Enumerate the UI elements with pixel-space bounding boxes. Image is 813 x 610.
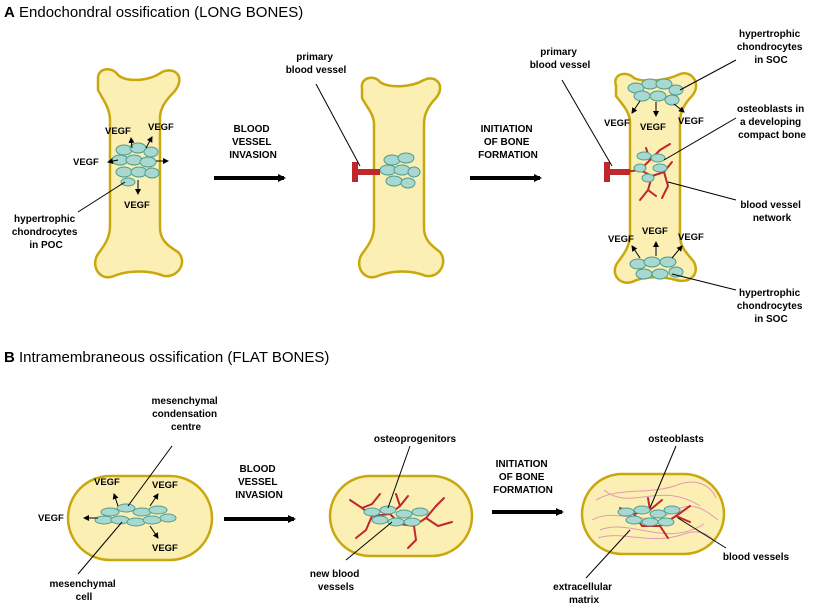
vegf-label: VEGF (38, 513, 64, 524)
primary-vessel-label: primary blood vessel (286, 52, 347, 76)
chondrocyte-cluster-poc (111, 142, 160, 187)
blood-vessel-network-label: blood vessel network (740, 200, 803, 224)
vegf-label: VEGF (642, 226, 668, 237)
vegf-label: VEGF (604, 118, 630, 129)
vegf-label: VEGF (73, 157, 99, 168)
vegf-label: VEGF (148, 122, 174, 133)
primary-blood-vessel (604, 162, 630, 182)
arrow-blood-vessel-invasion: BLOOD VESSEL INVASION (214, 124, 286, 182)
vegf-label: VEGF (94, 477, 120, 488)
vegf-label: VEGF (124, 200, 150, 211)
osteoblast-cluster (617, 505, 681, 527)
long-bone-2-shape (357, 76, 445, 279)
primary-vessel-label: primary blood vessel (530, 47, 591, 71)
arrow-initiation-bone-formation: INITIATION OF BONE FORMATION (492, 459, 564, 516)
osteoblasts-label: osteoblasts in a developing compact bone (737, 104, 807, 141)
vegf-label: VEGF (678, 232, 704, 243)
arrow-initiation-bone-formation: INITIATION OF BONE FORMATION (470, 124, 542, 182)
panel-b-title: Intramembraneous ossification (FLAT BONE… (19, 349, 329, 366)
flat-bone-1: VEGF VEGF VEGF VEGF mesenchymal condensa… (38, 396, 221, 603)
osteoprogenitor-cluster (363, 505, 429, 527)
hypertrophic-soc-top-label: hypertrophic chondrocytes in SOC (737, 29, 805, 66)
mesenchymal-cell-label: mesenchymal cell (50, 579, 119, 603)
panel-b-letter: B (4, 349, 15, 366)
primary-blood-vessel (352, 162, 380, 182)
vegf-label: VEGF (152, 543, 178, 554)
blood-vessels-label: blood vessels (723, 552, 790, 563)
svg-text:INITIATION OF BONE: INITIATION OF BONE FORMATION (478, 124, 538, 161)
svg-text:BLOOD VESSEL I: BLOOD VESSEL INVASION (229, 124, 277, 161)
flat-bone-3: osteoblasts blood vessels extracellular … (553, 434, 789, 606)
extracellular-matrix-label: extracellular matrix (553, 582, 615, 606)
mesenchymal-condensation (94, 503, 177, 527)
chondrocyte-cluster-soc-top (627, 78, 684, 106)
new-blood-vessels-label: new blood vessels (310, 569, 362, 593)
panel-a: A Endochondral ossification (LONG BONES) (4, 4, 807, 325)
chondrocyte-cluster-soc-bottom (629, 256, 684, 280)
svg-text:INITIATION OF BONE: INITIATION OF BONE FORMATION (493, 459, 553, 496)
panel-b: B Intramembraneous ossification (FLAT BO… (4, 349, 790, 606)
svg-text:BLOOD VESSEL I: BLOOD VESSEL INVASION (235, 464, 283, 501)
osteoblasts-label: osteoblasts (648, 434, 704, 445)
condensation-centre-label: mesenchymal condensation centre (152, 396, 221, 433)
vegf-label: VEGF (608, 234, 634, 245)
osteoprogenitors-label: osteoprogenitors (374, 434, 457, 445)
flat-bone-2: osteoprogenitors new blood vessels (310, 434, 474, 593)
vegf-label: VEGF (678, 116, 704, 127)
long-bone-3: VEGF VEGF VEGF (530, 29, 807, 325)
vegf-label: VEGF (640, 122, 666, 133)
hypertrophic-poc-label: hypertrophic chondrocytes in POC (12, 214, 80, 251)
arrow-blood-vessel-invasion: BLOOD VESSEL INVASION (224, 464, 296, 523)
long-bone-1: VEGF VEGF VEGF VEGF hypertrophic chondro… (12, 68, 184, 279)
vegf-label: VEGF (105, 126, 131, 137)
chondrocyte-cluster (379, 152, 421, 189)
long-bone-3-shape (613, 72, 698, 284)
hypertrophic-soc-bottom-label: hypertrophic chondrocytes in SOC (737, 288, 805, 325)
vegf-label: VEGF (152, 480, 178, 491)
osteoblast-cluster (633, 151, 668, 183)
panel-a-letter: A (4, 4, 15, 21)
long-bone-2: primary blood vessel (286, 52, 445, 279)
panel-a-title: Endochondral ossification (LONG BONES) (19, 4, 303, 21)
